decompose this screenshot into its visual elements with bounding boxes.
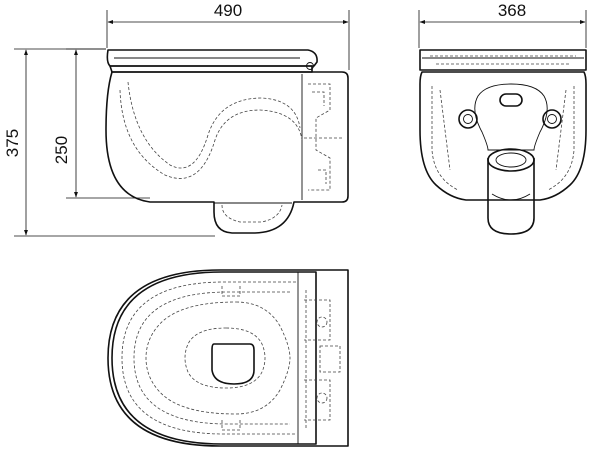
front-view [419, 49, 587, 235]
side-view-hinge [306, 62, 314, 70]
front-view-lid [419, 49, 587, 71]
dimension-label-250: 250 [52, 136, 71, 164]
front-view-water-inlet [499, 93, 523, 107]
dimension-label-490: 490 [214, 1, 242, 20]
side-view [105, 49, 349, 234]
dimension-bowl-height: 250 [52, 48, 150, 199]
front-view-outlet [487, 158, 535, 235]
front-view-fixing-hole-left [458, 109, 478, 129]
dimension-label-375: 375 [3, 129, 22, 157]
top-view-seat [111, 271, 317, 445]
top-view-drain [211, 343, 255, 385]
top-view [107, 269, 349, 447]
front-view-fixing-hole-right [542, 109, 562, 129]
side-view-bowl [105, 71, 349, 234]
side-view-seat [109, 65, 313, 73]
dimension-label-368: 368 [498, 1, 526, 20]
front-view-bowl [419, 71, 587, 201]
dimension-side-width: 490 [106, 1, 350, 70]
dimension-front-width: 368 [418, 1, 587, 48]
dimension-total-height: 375 [3, 48, 215, 237]
side-view-lid [106, 49, 318, 67]
top-view-bowl [107, 269, 349, 447]
